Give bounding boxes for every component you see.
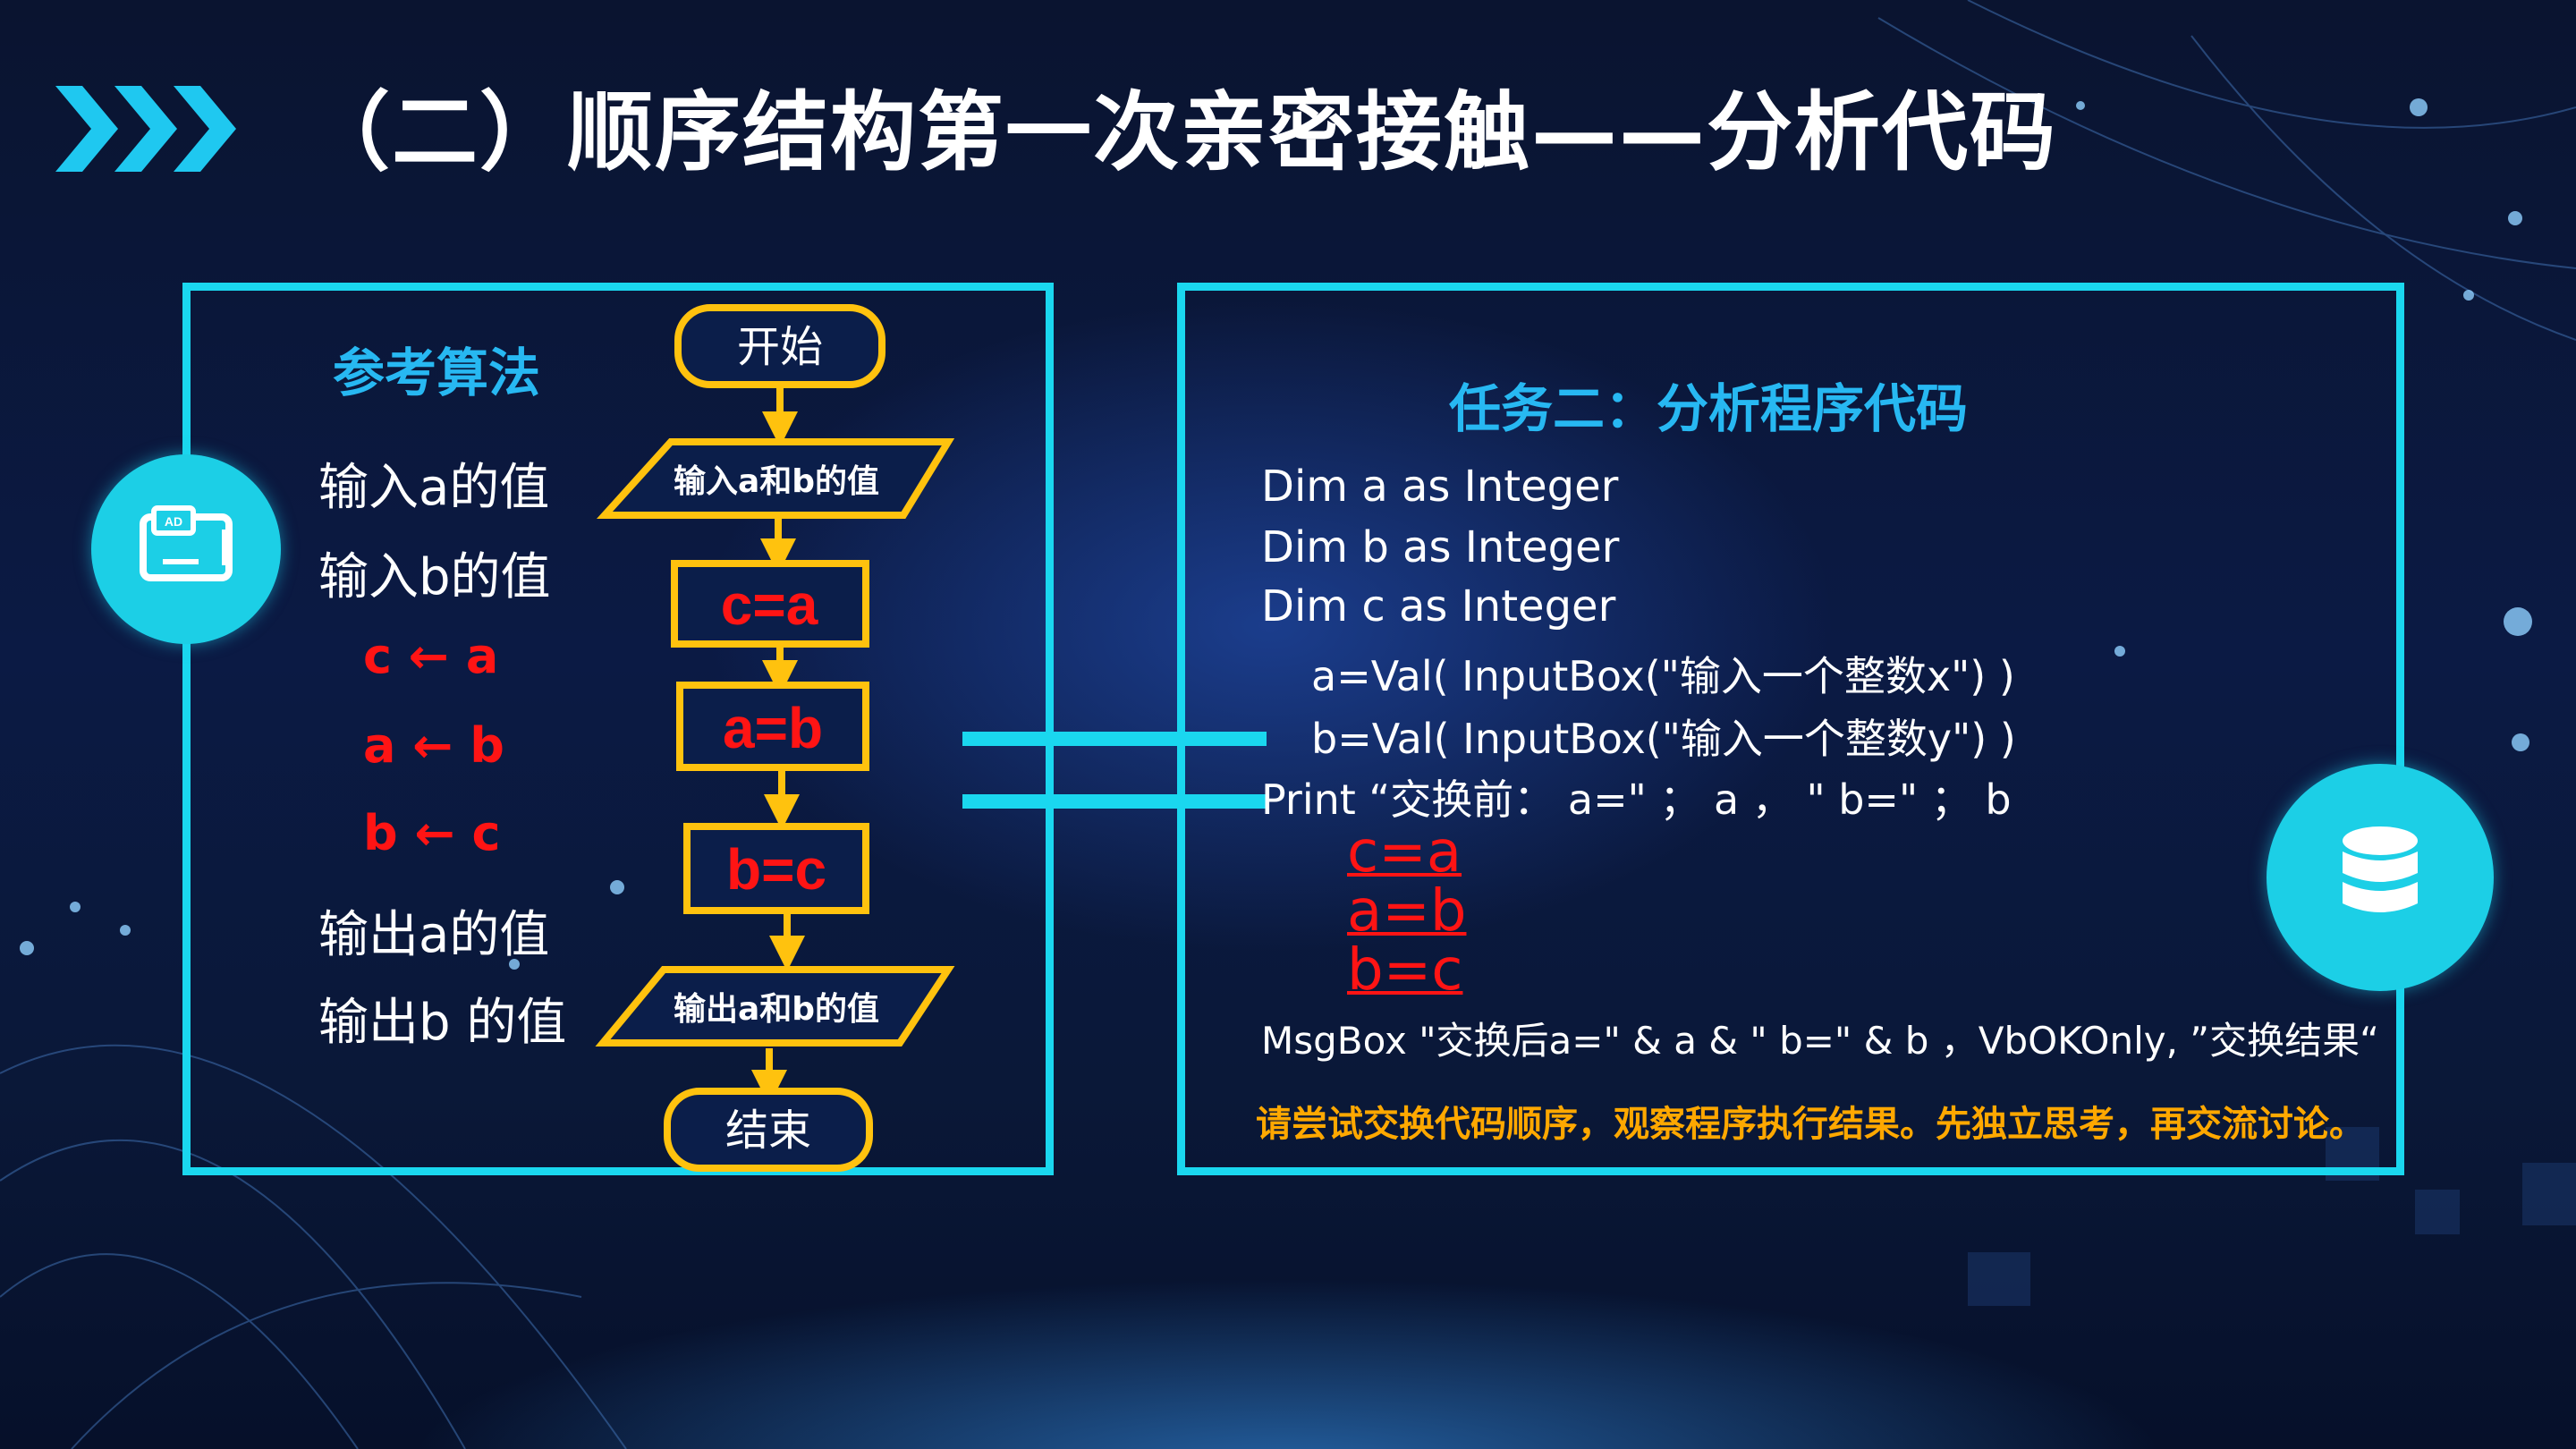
code-line-c-eq-a: c=a [1347, 819, 1462, 886]
flow-output-label: 输出a和b的值 [674, 991, 879, 1028]
algorithm-heading: 参考算法 [333, 343, 541, 403]
step-output-b: 输出b 的值 [318, 994, 567, 1052]
svg-text:AD: AD [165, 514, 182, 529]
flow-input-label: 输入a和b的值 [674, 463, 879, 500]
task-heading: 任务二：分析程序代码 [1449, 378, 1969, 439]
code-line-dim-a: Dim a as Integer [1261, 462, 1619, 512]
flow-start-label: 开始 [737, 322, 823, 372]
slide-title: （二）顺序结构第一次亲密接触——分析代码 [304, 82, 2057, 182]
flow-input-node [597, 438, 955, 519]
step-input-a: 输入a的值 [318, 459, 550, 517]
step-b-gets-c: b ← c [363, 805, 501, 861]
flow-end-node [664, 1088, 873, 1172]
flow-assign-a-label: a=b [723, 696, 823, 760]
database-icon [2343, 826, 2418, 912]
code-line-input-b: b=Val( InputBox("输入一个整数y") ) [1311, 715, 2016, 763]
code-line-dim-c: Dim c as Integer [1261, 581, 1616, 631]
code-line-input-a: a=Val( InputBox("输入一个整数x") ) [1311, 652, 2015, 700]
right-badge [2267, 764, 2494, 991]
flow-end-label: 结束 [725, 1106, 811, 1156]
left-badge: AD [91, 454, 281, 644]
code-line-b-eq-c: b=c [1347, 937, 1463, 1004]
step-input-b: 输入b的值 [318, 548, 551, 606]
flow-assign-b-node [683, 823, 869, 914]
code-line-msgbox: MsgBox "交换后a=" & a & " b=" & b ，VbOKOnly… [1261, 1019, 2379, 1063]
step-output-a: 输出a的值 [318, 906, 550, 964]
step-c-gets-a: c ← a [363, 628, 499, 684]
chevron-right-triple-icon [55, 86, 236, 172]
flow-assign-c-node [671, 560, 869, 648]
code-line-a-eq-b: a=b [1347, 878, 1467, 945]
flow-start-node [674, 304, 886, 388]
code-panel [1177, 283, 2404, 1175]
flow-assign-a-node [676, 682, 869, 771]
code-line-dim-b: Dim b as Integer [1261, 522, 1620, 572]
algorithm-panel [182, 283, 1054, 1175]
flow-assign-b-label: b=c [726, 837, 826, 902]
ad-screen-icon: AD [140, 505, 233, 581]
equals-bar-top [962, 732, 1267, 746]
flow-output-node [595, 966, 955, 1046]
flow-assign-c-label: c=a [721, 572, 818, 637]
code-line-print: Print “交换前： a=" ； a ， " b=" ； b [1261, 775, 2012, 824]
equals-bar-bottom [962, 794, 1267, 809]
flowchart: 开始 输入a和b的值 c=a a=b b=c 输出a和b的值 结束 [595, 304, 955, 1172]
instruction-note: 请尝试交换代码顺序，观察程序执行结果。先独立思考，再交流讨论。 [1256, 1104, 2365, 1145]
step-a-gets-b: a ← b [363, 717, 504, 774]
